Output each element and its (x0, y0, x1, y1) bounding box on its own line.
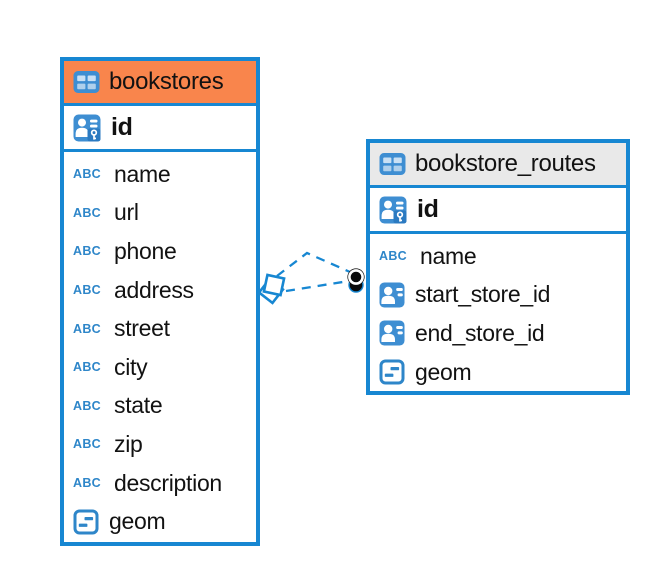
column-row-geom[interactable]: geom (370, 353, 626, 392)
reference-icon (379, 320, 405, 346)
column-label: city (114, 353, 148, 380)
column-row-description[interactable]: ABC description (64, 464, 256, 503)
text-abc-icon: ABC (73, 476, 101, 491)
relationship-line-lower[interactable] (285, 279, 350, 293)
column-row-state[interactable]: ABC state (64, 387, 256, 426)
column-row-geom[interactable]: geom (64, 502, 256, 541)
geometry-icon (73, 509, 99, 535)
column-row-city[interactable]: ABC city (64, 348, 256, 387)
column-label: geom (109, 508, 166, 535)
pk-row[interactable]: id (370, 188, 626, 234)
primary-key-icon (379, 196, 407, 224)
column-row-start_store_id[interactable]: start_store_id (370, 276, 626, 315)
text-abc-icon: ABC (73, 205, 101, 220)
column-label: address (114, 276, 194, 303)
column-label: url (114, 199, 139, 226)
table-title: bookstore_routes (415, 150, 596, 177)
column-row-url[interactable]: ABC url (64, 194, 256, 233)
text-abc-icon: ABC (379, 249, 407, 264)
column-label: geom (415, 358, 472, 385)
table-bookstore-routes[interactable]: bookstore_routes id ABC name start_store_i… (366, 139, 630, 395)
column-row-name[interactable]: ABC name (64, 155, 256, 194)
column-row-end_store_id[interactable]: end_store_id (370, 314, 626, 353)
column-label: street (114, 315, 170, 342)
pk-label: id (111, 113, 133, 141)
column-row-phone[interactable]: ABC phone (64, 232, 256, 271)
relationship-line-upper[interactable] (276, 251, 351, 277)
column-label: state (114, 392, 163, 419)
table-icon (73, 70, 100, 94)
one-side-diamond-marker[interactable] (257, 273, 286, 305)
text-abc-icon: ABC (73, 437, 101, 452)
column-label: description (114, 469, 222, 496)
column-label: name (420, 242, 477, 269)
column-label: start_store_id (415, 281, 551, 308)
text-abc-icon: ABC (73, 167, 101, 182)
column-label: end_store_id (415, 319, 545, 346)
reference-icon (379, 282, 405, 308)
text-abc-icon: ABC (73, 283, 101, 298)
primary-key-icon (73, 114, 101, 142)
column-row-address[interactable]: ABC address (64, 271, 256, 310)
pk-label: id (417, 195, 439, 223)
table-icon (379, 152, 406, 176)
column-row-name[interactable]: ABC name (370, 237, 626, 276)
table-header-bookstores[interactable]: bookstores (64, 61, 256, 106)
geometry-icon (379, 359, 405, 385)
column-label: zip (114, 430, 143, 457)
many-side-dot-marker[interactable] (347, 268, 365, 293)
column-label: phone (114, 237, 177, 264)
column-row-street[interactable]: ABC street (64, 309, 256, 348)
column-row-zip[interactable]: ABC zip (64, 425, 256, 464)
text-abc-icon: ABC (73, 321, 101, 336)
text-abc-icon: ABC (73, 360, 101, 375)
column-label: name (114, 160, 171, 187)
text-abc-icon: ABC (73, 244, 101, 259)
table-title: bookstores (109, 68, 224, 95)
pk-row[interactable]: id (64, 106, 256, 152)
table-header-bookstore-routes[interactable]: bookstore_routes (370, 143, 626, 188)
text-abc-icon: ABC (73, 398, 101, 413)
